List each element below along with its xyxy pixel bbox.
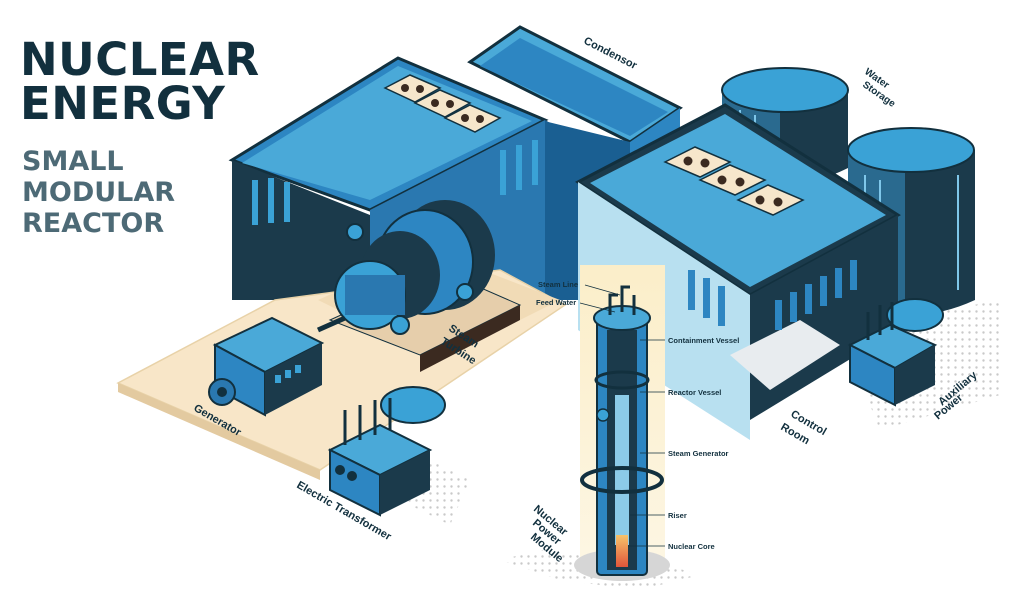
steam-turbine [316, 200, 495, 335]
auxiliary-power [847, 298, 944, 407]
subtitle-line-reactor: REACTOR [22, 208, 165, 239]
generator [208, 316, 325, 417]
callout-lines [579, 284, 665, 547]
roof-vents [383, 74, 502, 133]
subtitle-line-small: SMALL [22, 146, 124, 177]
callout-reactor-vessel: Reactor Vessel [668, 388, 721, 397]
callout-feed-water: Feed Water [536, 298, 576, 307]
callout-riser: Riser [668, 511, 687, 520]
title-line-nuclear: NUCLEAR [20, 33, 260, 86]
page-title: NUCLEAR ENERGY [20, 33, 260, 130]
subtitle-line-modular: MODULAR [22, 177, 176, 208]
callout-nuclear-core: Nuclear Core [668, 542, 715, 551]
turbine-hall [228, 56, 580, 300]
page-subtitle: SMALL MODULAR REACTOR [22, 146, 175, 239]
title-line-energy: ENERGY [20, 77, 226, 130]
electric-transformer [327, 386, 446, 517]
callout-steam-generator: Steam Generator [668, 449, 729, 458]
control-room-roof-vents [663, 146, 805, 216]
nuclear-power-module [574, 265, 670, 581]
callout-steam-line: Steam Line [538, 280, 578, 289]
callout-containment-vessel: Containment Vessel [668, 336, 739, 345]
